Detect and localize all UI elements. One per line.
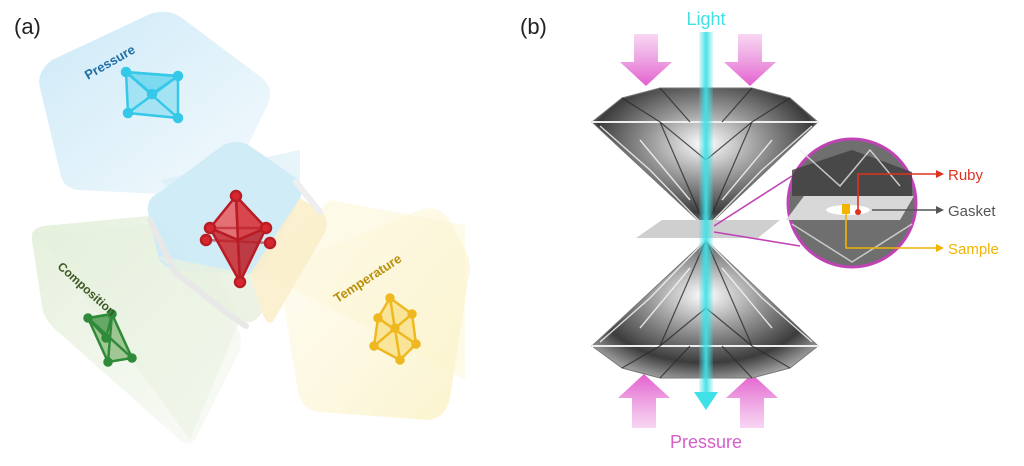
callout-leaders: [845, 170, 944, 252]
temperature-face: [280, 208, 470, 420]
panel-a: Pressure Composition Temperature: [31, 11, 470, 444]
top-pressure-arrows: [620, 34, 776, 86]
bottom-pressure-arrows: [618, 374, 778, 428]
temperature-octahedron: [369, 293, 421, 365]
pressure-face: [39, 11, 271, 196]
panel-b-label: (b): [520, 14, 547, 39]
panel-a-label: (a): [14, 14, 41, 39]
panel-b: Ruby Gasket Sample Light Pressure: [591, 9, 999, 452]
magnifier-connector: [713, 175, 801, 247]
magnifier-lens: [786, 137, 918, 269]
center-octahedron: [199, 189, 277, 289]
pressure-bottom-label: Pressure: [670, 432, 742, 452]
composition-octahedron: [83, 309, 137, 367]
gasket-label: Gasket: [948, 203, 996, 220]
pressure-octahedron: [120, 66, 184, 124]
light-label: Light: [686, 9, 725, 29]
light-beam: [694, 32, 718, 410]
ruby-label: Ruby: [948, 167, 984, 184]
sample-label: Sample: [948, 241, 999, 258]
